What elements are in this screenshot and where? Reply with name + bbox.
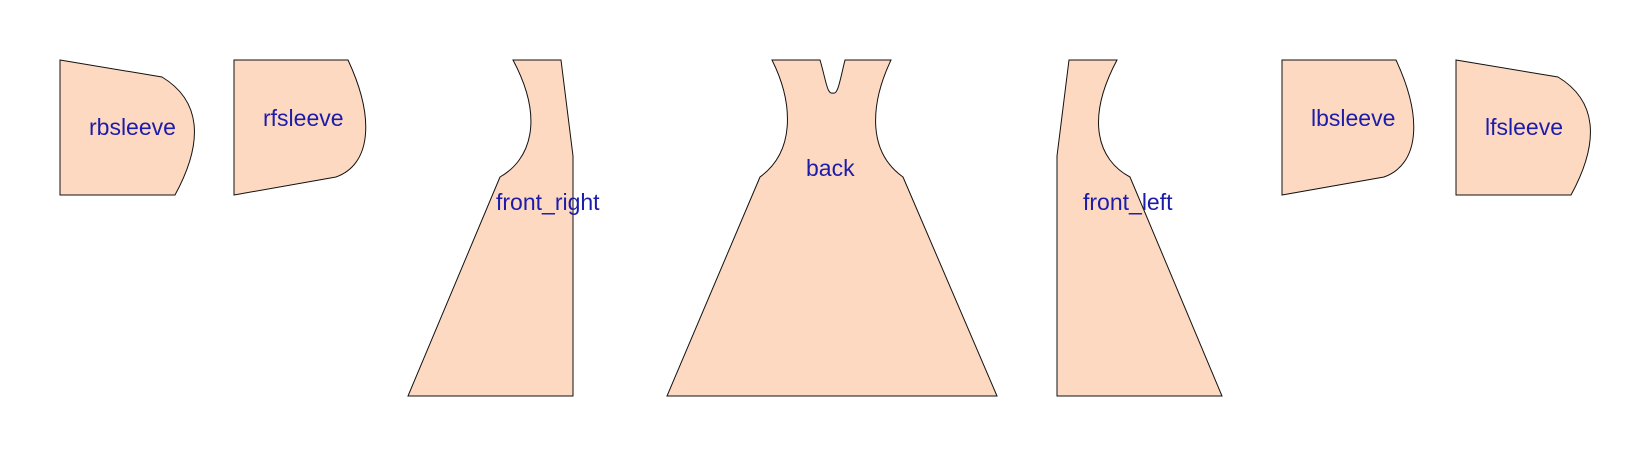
piece-lbsleeve: lbsleeve	[1281, 59, 1415, 196]
rfsleeve-label: rfsleeve	[263, 105, 344, 131]
lbsleeve-shape	[1281, 59, 1415, 196]
piece-front-right: front_right	[407, 59, 600, 397]
front-right-label: front_right	[496, 189, 600, 215]
rfsleeve-shape	[233, 59, 367, 196]
back-shape	[666, 59, 998, 397]
piece-rfsleeve: rfsleeve	[233, 59, 367, 196]
rbsleeve-shape	[59, 59, 195, 196]
rbsleeve-label: rbsleeve	[89, 114, 176, 140]
piece-rbsleeve: rbsleeve	[59, 59, 195, 196]
piece-back: back	[666, 59, 998, 397]
piece-lfsleeve: lfsleeve	[1455, 59, 1591, 196]
lfsleeve-shape	[1455, 59, 1591, 196]
lfsleeve-label: lfsleeve	[1485, 114, 1563, 140]
back-label: back	[806, 155, 855, 181]
front-left-label: front_left	[1083, 189, 1173, 215]
front-left-shape	[1056, 59, 1223, 397]
front-right-shape	[407, 59, 574, 397]
piece-front-left: front_left	[1056, 59, 1223, 397]
lbsleeve-label: lbsleeve	[1311, 105, 1395, 131]
